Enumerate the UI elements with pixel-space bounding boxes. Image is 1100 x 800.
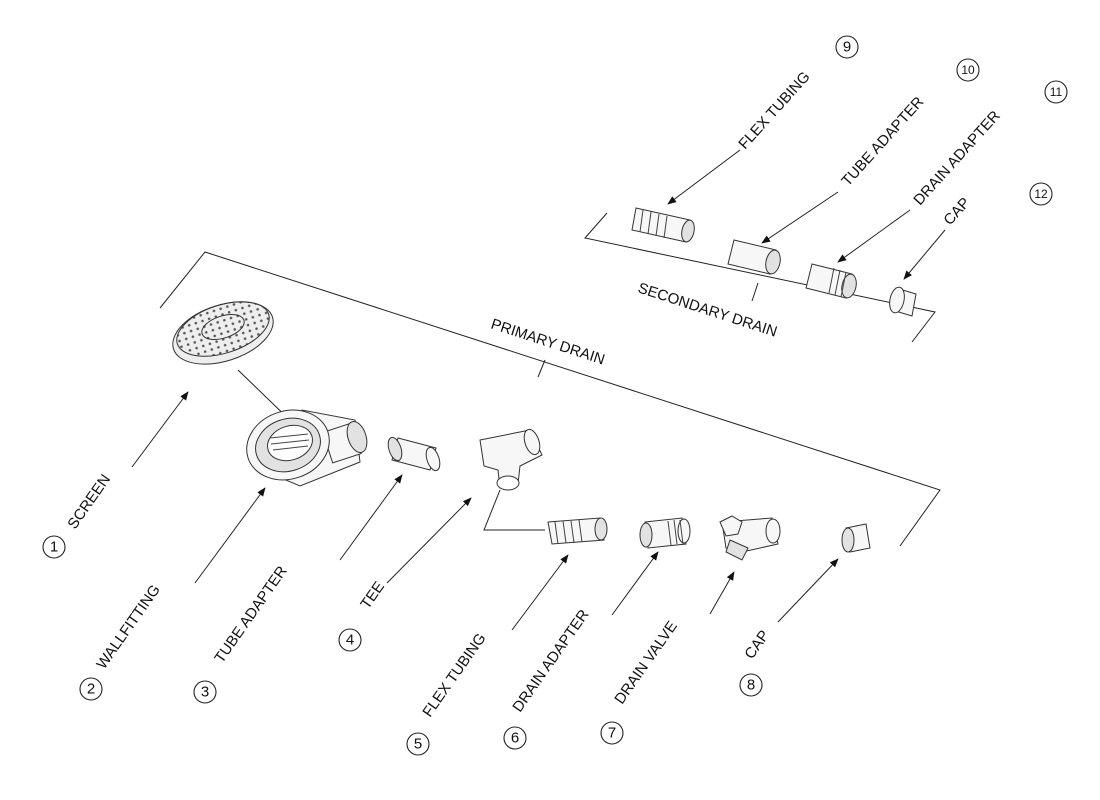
secondary-drain-adapter-part-icon <box>805 263 857 299</box>
callout-label-5: FLEX TUBING <box>419 630 489 720</box>
callout-label-3: TUBE ADAPTER <box>211 563 291 666</box>
callout-label-9: FLEX TUBING <box>735 68 813 152</box>
svg-text:6: 6 <box>511 730 519 747</box>
leader-arrows <box>131 149 946 631</box>
tee-part-icon <box>479 428 545 531</box>
callout-label-10: TUBE ADAPTER <box>838 93 927 189</box>
callout-number-6: 6 <box>503 726 527 750</box>
callout-number-5: 5 <box>406 732 430 756</box>
callout-label-2: WALLFITTING <box>93 582 163 673</box>
callout-number-3: 3 <box>193 680 217 704</box>
drain-adapter-part-icon <box>639 517 691 549</box>
wallfitting-part-icon <box>246 409 368 487</box>
callout-label-6: DRAIN ADAPTER <box>509 606 592 715</box>
callout-number-10: 10 <box>956 58 980 82</box>
svg-text:11: 11 <box>1050 85 1063 99</box>
svg-text:7: 7 <box>608 725 616 742</box>
callout-label-4: TEE <box>357 579 388 613</box>
callout-label-12: CAP <box>940 194 973 228</box>
callout-number-4: 4 <box>338 628 362 652</box>
screen-part-icon <box>172 301 299 429</box>
secondary-drain-label: SECONDARY DRAIN <box>636 280 779 341</box>
callout-label-8: CAP <box>741 627 773 662</box>
svg-text:12: 12 <box>1034 187 1048 201</box>
callout-number-2: 2 <box>79 677 103 701</box>
callout-label-1: SCREEN <box>64 471 114 532</box>
callout-number-8: 8 <box>739 673 763 697</box>
svg-text:9: 9 <box>843 39 851 56</box>
tube-adapter-part-icon <box>387 436 441 472</box>
callout-number-11: 11 <box>1044 80 1068 104</box>
flex-tubing-part-icon <box>547 517 608 545</box>
secondary-flex-tubing-part-icon <box>631 207 695 243</box>
primary-drain-label: PRIMARY DRAIN <box>489 316 607 369</box>
secondary-tube-adapter-part-icon <box>727 239 781 275</box>
callout-number-12: 12 <box>1029 182 1053 206</box>
secondary-cap-part-icon <box>889 286 917 317</box>
svg-text:5: 5 <box>414 736 422 753</box>
cap-part-icon <box>841 523 871 553</box>
svg-text:10: 10 <box>961 63 975 77</box>
svg-text:1: 1 <box>50 539 58 556</box>
svg-text:2: 2 <box>87 681 95 698</box>
svg-text:8: 8 <box>747 677 755 694</box>
primary-drain-bracket: PRIMARY DRAIN <box>159 251 941 547</box>
callout-label-7: DRAIN VALVE <box>611 618 681 707</box>
secondary-drain-bracket: SECONDARY DRAIN <box>584 212 936 343</box>
callout-number-1: 1 <box>42 535 66 559</box>
callout-number-7: 7 <box>600 721 624 745</box>
callout-number-9: 9 <box>835 35 859 59</box>
callout-label-11: DRAIN ADAPTER <box>910 107 1004 208</box>
drain-valve-part-icon <box>719 515 781 561</box>
svg-text:3: 3 <box>201 684 209 701</box>
svg-text:4: 4 <box>346 632 354 649</box>
